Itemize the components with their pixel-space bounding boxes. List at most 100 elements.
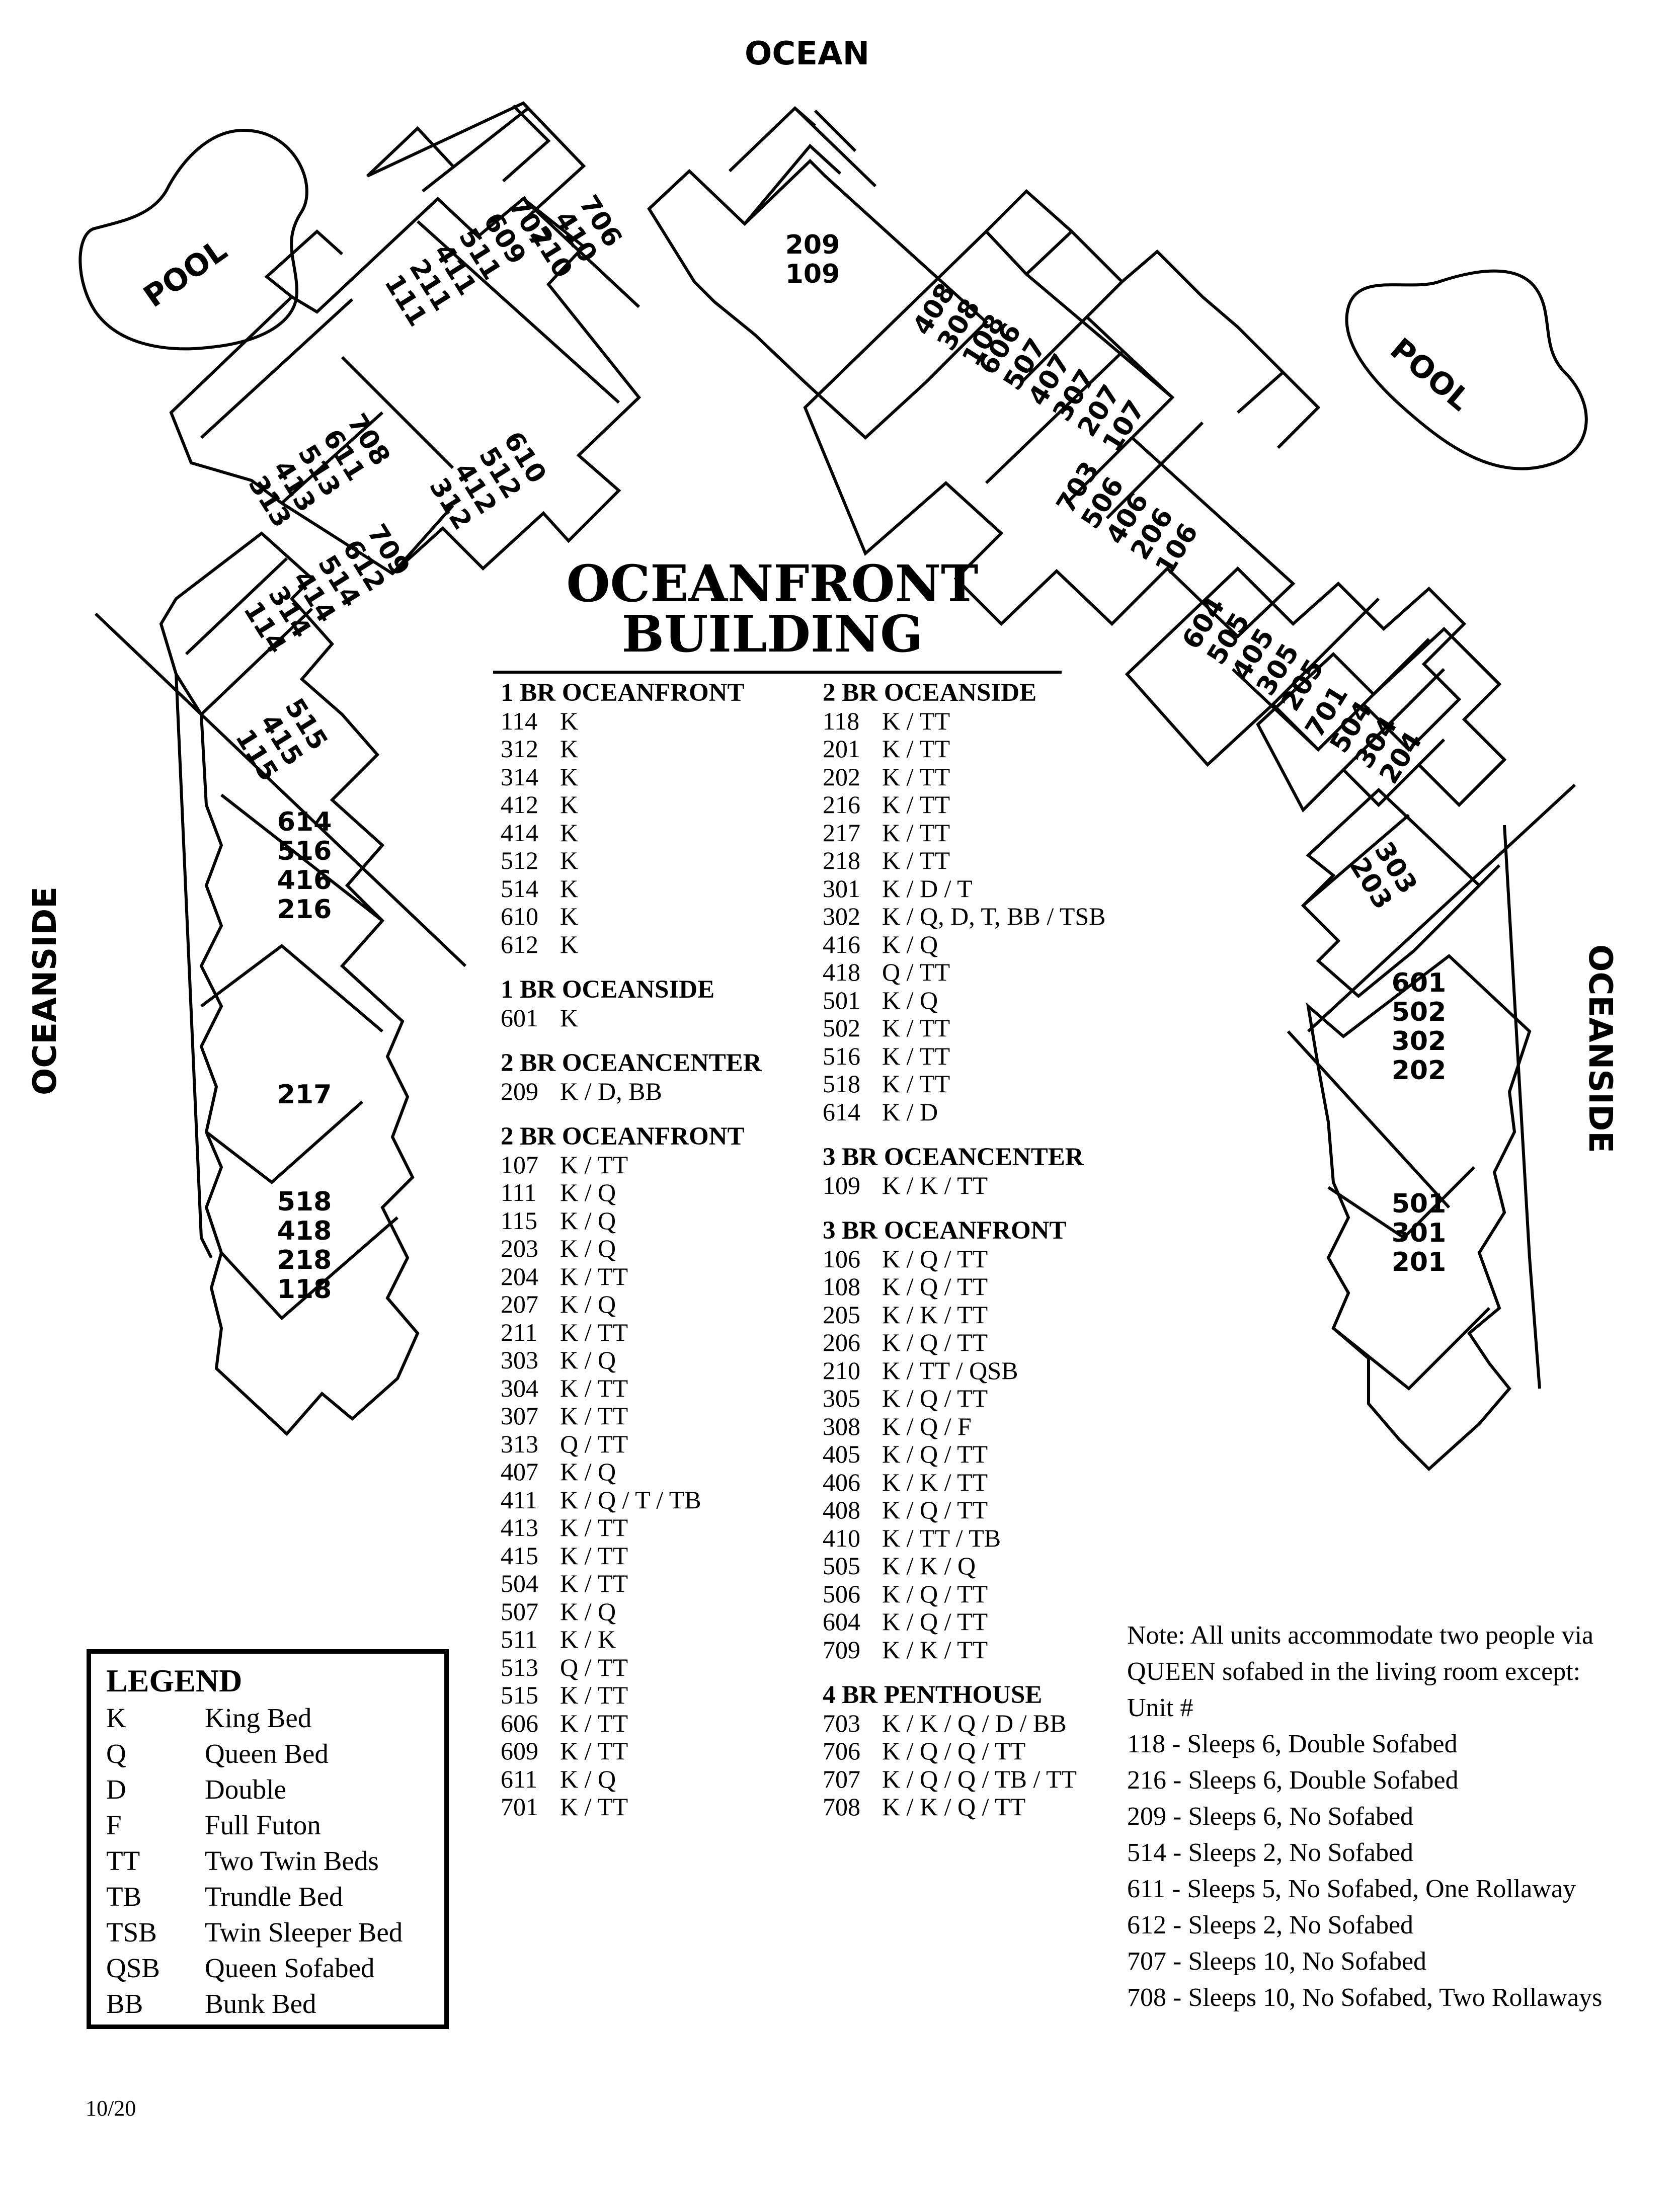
unit-number-614[interactable]: 614 (277, 807, 332, 837)
unit-number-201[interactable]: 201 (1392, 1247, 1447, 1277)
bed-config: K / K / TT (882, 1171, 988, 1199)
note-line: 118 - Sleeps 6, Double Sofabed (1127, 1730, 1458, 1758)
wing-left-side-inner-a (185, 557, 383, 1033)
note-line: 707 - Sleeps 10, No Sofabed (1127, 1947, 1427, 1976)
legend-code: TT (106, 1845, 140, 1876)
pool-right-outline (1345, 269, 1588, 470)
unit-number-202[interactable]: 202 (1392, 1056, 1447, 1086)
bed-config: K / TT (882, 735, 950, 763)
oceanside-right-label: OCEANSIDE (1581, 944, 1619, 1153)
unit-row: 601 K (501, 1004, 813, 1032)
unit-number: 108 (823, 1272, 860, 1301)
bed-config: K / TT (882, 818, 950, 847)
unit-number-209[interactable]: 209 (785, 230, 840, 260)
unit-number-218[interactable]: 218 (277, 1245, 332, 1275)
category-heading: 2 BR OCEANCENTER (501, 1049, 762, 1077)
unit-number-217[interactable]: 217 (277, 1080, 332, 1110)
unit-number: 601 (501, 1003, 538, 1032)
bed-config: K / TT (882, 762, 950, 791)
note-line: 216 - Sleeps 6, Double Sofabed (1127, 1766, 1459, 1795)
bed-config: K (560, 874, 579, 903)
unit-number: 209 (501, 1077, 538, 1105)
unit-number-416[interactable]: 416 (277, 865, 332, 896)
bed-config: K / TT (882, 846, 950, 874)
wing-upper-left-inner-a (200, 298, 454, 575)
wing-top-block (366, 101, 586, 218)
legend-meaning: Twin Sleeper Bed (205, 1917, 403, 1948)
bed-config: K / Q / Q / TB / TT (882, 1764, 1077, 1793)
bed-config: K / Q / TT (882, 1607, 988, 1636)
oceanside-left-label: OCEANSIDE (27, 886, 64, 1095)
bed-config: K / K / Q (882, 1552, 976, 1580)
unit-number: 415 (501, 1541, 538, 1570)
unit-number: 609 (501, 1737, 538, 1765)
unit-number: 507 (501, 1597, 538, 1626)
unit-number-302[interactable]: 302 (1392, 1026, 1447, 1057)
legend-meaning: Full Futon (205, 1810, 321, 1840)
unit-number-518[interactable]: 518 (277, 1187, 332, 1217)
legend-code: TB (106, 1881, 142, 1912)
unit-number: 504 (501, 1569, 538, 1597)
wing-upper-right-top (985, 189, 1321, 449)
unit-number: 512 (501, 846, 538, 874)
bed-config: K / TT (560, 1541, 628, 1570)
unit-number-516[interactable]: 516 (277, 836, 332, 866)
unit-number: 610 (501, 902, 538, 930)
unit-number: 204 (501, 1262, 538, 1290)
category-heading: 3 BR OCEANCENTER (823, 1143, 1084, 1171)
unit-number-418[interactable]: 418 (277, 1216, 332, 1246)
bed-config: K (560, 735, 579, 763)
unit-number: 202 (823, 762, 860, 791)
center-top-notch (728, 106, 877, 188)
bed-config: K (560, 1003, 579, 1032)
unit-number: 709 (823, 1635, 860, 1664)
unit-stack-217[interactable]: 217 (277, 1080, 332, 1110)
bed-config: K / Q / TT (882, 1272, 988, 1301)
bed-config: Q / TT (560, 1429, 628, 1458)
diagonal-line-right (1307, 783, 1576, 1033)
unit-number: 114 (501, 706, 538, 735)
unit-number-216[interactable]: 216 (277, 895, 332, 925)
unit-number-502[interactable]: 502 (1392, 997, 1447, 1027)
unit-number-109[interactable]: 109 (785, 259, 840, 289)
unit-number: 408 (823, 1496, 860, 1524)
unit-row: 108 K / Q / TT (823, 1272, 1135, 1301)
unit-number: 506 (823, 1579, 860, 1608)
unit-number-501[interactable]: 501 (1392, 1189, 1447, 1219)
unit-number-118[interactable]: 118 (277, 1274, 332, 1305)
unit-number: 614 (823, 1097, 860, 1126)
unit-number-601[interactable]: 601 (1392, 968, 1447, 998)
bed-config: K / Q (560, 1458, 616, 1486)
wing-upper-left-inner-b (416, 197, 641, 404)
unit-number-301[interactable]: 301 (1392, 1218, 1447, 1248)
